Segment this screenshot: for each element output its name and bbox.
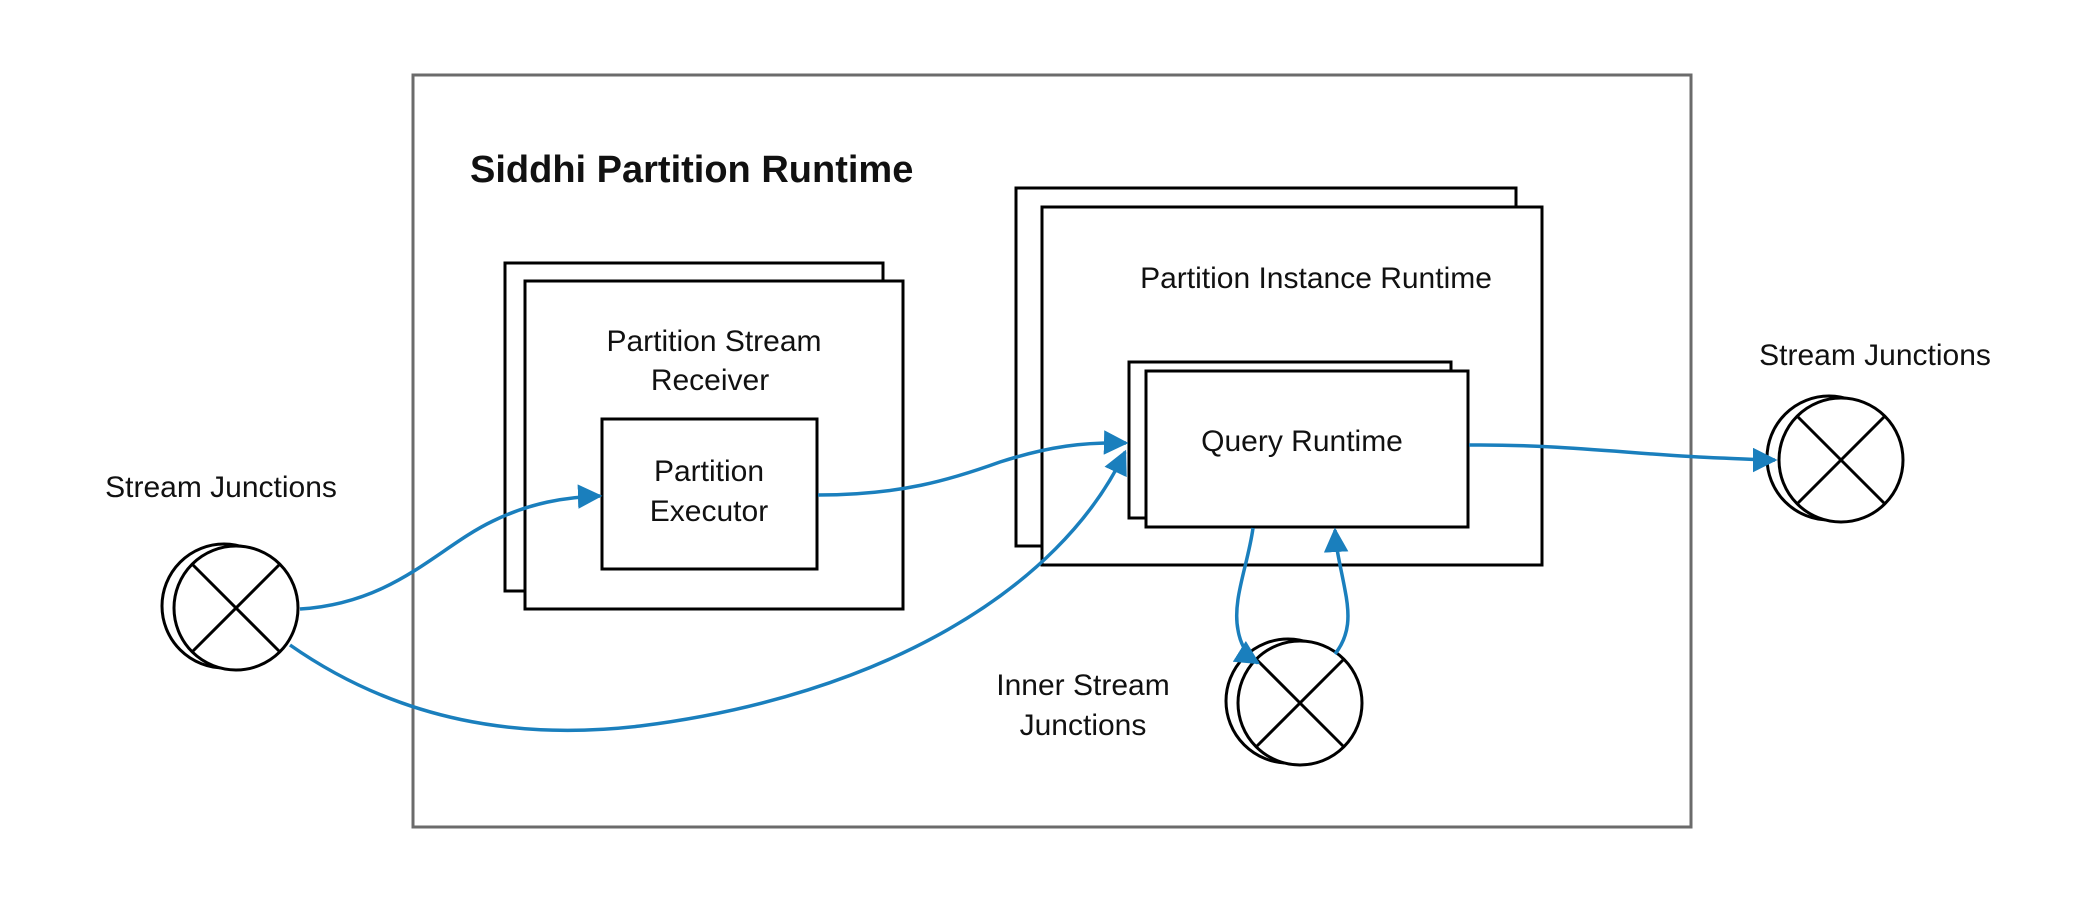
- partition-executor-label-line1: Partition: [654, 455, 764, 488]
- arrow-inner-junction-to-query-runtime: [1323, 527, 1350, 656]
- circle-x-icon: [1765, 394, 1905, 524]
- arrow-junction-to-query-runtime: [288, 449, 1127, 733]
- stream-junctions-right-label: Stream Junctions: [1759, 339, 1991, 372]
- stream-junctions-right: Stream Junctions: [1759, 339, 1991, 524]
- arrow-query-runtime-to-right-junction: [1468, 443, 1778, 473]
- partition-runtime-box: [411, 73, 1693, 829]
- arrow-query-runtime-to-inner-junction: [1232, 527, 1261, 665]
- inner-stream-junctions-label-line2: Junctions: [1020, 709, 1147, 742]
- query-runtime-label: Query Runtime: [1201, 425, 1403, 458]
- arrow-junction-to-executor: [299, 484, 603, 611]
- partition-executor-box: [600, 417, 819, 571]
- query-runtime-box: [1144, 369, 1470, 529]
- stream-junctions-left-label: Stream Junctions: [105, 471, 337, 504]
- flow-arrows: [288, 430, 1778, 733]
- query-runtime: Query Runtime: [1127, 360, 1470, 529]
- stream-junctions-left: Stream Junctions: [105, 471, 337, 672]
- partition-executor-label-line2: Executor: [650, 495, 768, 528]
- partition-stream-receiver-label-line2: Receiver: [651, 364, 769, 397]
- partition-executor: Partition Executor: [600, 417, 819, 571]
- partition-instance-runtime-label: Partition Instance Runtime: [1140, 262, 1492, 295]
- circle-x-icon: [1224, 637, 1364, 767]
- inner-stream-junctions: Inner Stream Junctions: [996, 637, 1364, 767]
- circle-x-icon: [160, 542, 300, 672]
- diagram-title: Siddhi Partition Runtime: [470, 149, 913, 191]
- arrow-executor-to-query-runtime: [817, 430, 1129, 497]
- partition-stream-receiver-label-line1: Partition Stream: [606, 325, 821, 358]
- inner-stream-junctions-label-line1: Inner Stream: [996, 669, 1169, 702]
